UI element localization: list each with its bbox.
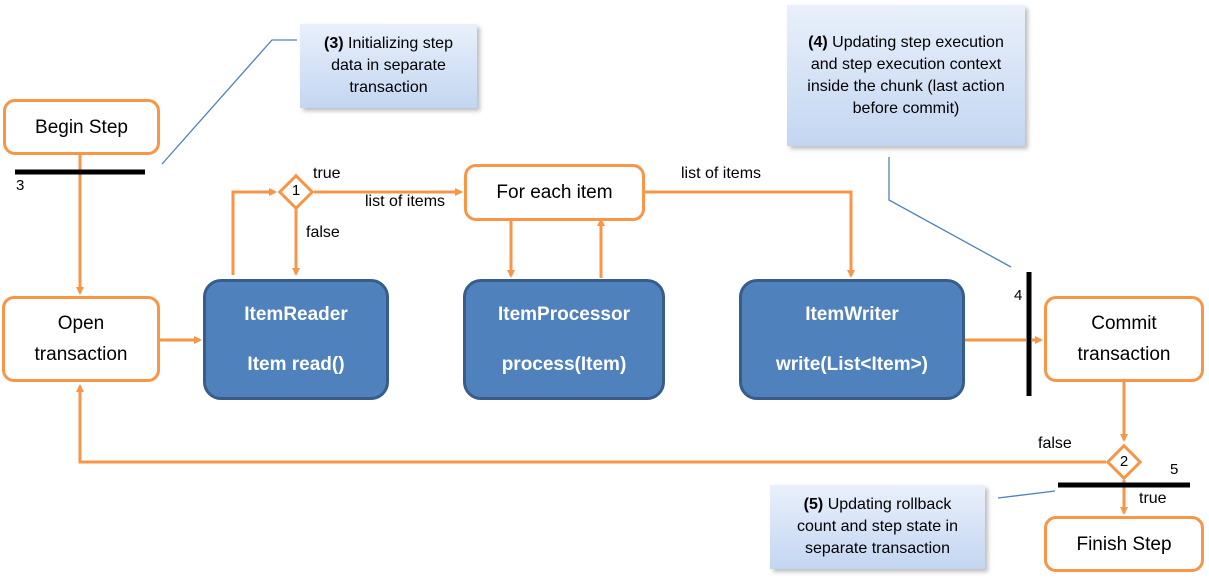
edge-label-list-of-items-2: list of items bbox=[681, 165, 762, 182]
item-reader-title: ItemReader bbox=[244, 303, 348, 325]
item-processor-method: process(Item) bbox=[501, 353, 627, 375]
callout-line-4 bbox=[888, 157, 1012, 268]
edge-label-list-of-items-1: list of items bbox=[365, 193, 446, 210]
edge-label-false-2: false bbox=[1038, 435, 1072, 452]
edge-label-false-1: false bbox=[306, 224, 340, 241]
note-5-callout: (5) Updating rollback count and step sta… bbox=[770, 485, 985, 569]
edge-label-true-2: true bbox=[1139, 490, 1167, 507]
bar-3-label: 3 bbox=[16, 177, 25, 194]
note-4-callout: (4) Updating step execution and step exe… bbox=[787, 5, 1025, 146]
finish-step-label: Finish Step bbox=[1076, 533, 1172, 555]
callout-line-5 bbox=[997, 490, 1056, 499]
begin-step-node: Begin Step bbox=[3, 99, 160, 155]
note-5-number: (5) bbox=[803, 496, 824, 513]
edge-reader-to-decision1 bbox=[231, 188, 277, 275]
begin-step-label: Begin Step bbox=[35, 116, 128, 138]
item-reader-component: ItemReader Item read() bbox=[203, 279, 389, 400]
item-writer-title: ItemWriter bbox=[805, 303, 899, 325]
open-transaction-label: Open transaction bbox=[34, 313, 128, 365]
finish-step-node: Finish Step bbox=[1044, 516, 1204, 572]
note-5-text: Updating rollback count and step state i… bbox=[797, 496, 958, 557]
item-processor-title: ItemProcessor bbox=[497, 303, 630, 325]
bar-5-label: 5 bbox=[1170, 461, 1179, 478]
callout-line-3 bbox=[161, 39, 297, 165]
item-reader-method: Item read() bbox=[247, 353, 345, 375]
item-writer-component: ItemWriter write(List<Item>) bbox=[739, 279, 965, 400]
decision-2-label: 2 bbox=[1119, 453, 1129, 470]
edge-foreach-to-writer bbox=[645, 190, 855, 278]
note-3-callout: (3) Initializing step data in separate t… bbox=[300, 24, 477, 108]
edge-label-true-1: true bbox=[313, 165, 341, 182]
bar-4-label: 4 bbox=[1014, 287, 1023, 304]
note-4-number: (4) bbox=[808, 33, 828, 51]
decision-1-label: 1 bbox=[291, 182, 301, 199]
note-3-number: (3) bbox=[324, 35, 344, 52]
note-4-text: Updating step execution and step executi… bbox=[807, 33, 1005, 117]
open-transaction-node: Open transaction bbox=[2, 296, 160, 382]
edge-decision2-false-to-open bbox=[76, 384, 1106, 464]
item-processor-component: ItemProcessor process(Item) bbox=[463, 279, 665, 400]
commit-transaction-label: Commit transaction bbox=[1077, 313, 1171, 365]
note-3-text: Initializing step data in separate trans… bbox=[331, 35, 453, 96]
commit-transaction-node: Commit transaction bbox=[1044, 296, 1204, 382]
for-each-item-label: For each item bbox=[496, 182, 613, 203]
item-writer-method: write(List<Item>) bbox=[775, 353, 929, 375]
for-each-item-node: For each item bbox=[464, 164, 645, 221]
